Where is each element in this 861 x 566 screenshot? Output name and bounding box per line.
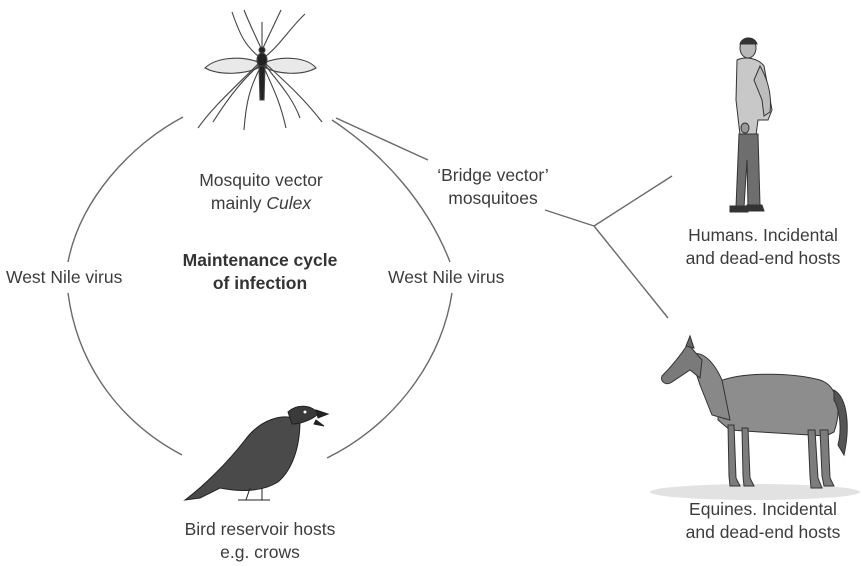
west-nile-virus-right-label: West Nile virus [388,266,504,289]
equines-line1: Equines. Incidental [668,498,858,521]
bird-reservoir-line1: Bird reservoir hosts [165,518,355,541]
mosquito-vector-genus: Culex [266,193,311,213]
line-bridge-to-junction [545,210,594,226]
horse-icon [650,336,860,500]
line-junction-to-horse [594,226,668,318]
human-icon [730,38,772,212]
crow-icon [185,406,328,500]
mosquito-vector-line2: mainly Culex [176,192,346,215]
equines-line2: and dead-end hosts [668,521,858,544]
equines-label: Equines. Incidental and dead-end hosts [668,498,858,544]
line-junction-to-humans [594,176,672,226]
mosquito-vector-label: Mosquito vector mainly Culex [176,169,346,215]
maintenance-cycle-label: Maintenance cycle of infection [160,249,360,295]
arc-upper-left [68,117,183,262]
mosquito-vector-line1: Mosquito vector [176,169,346,192]
arc-lower-left [68,293,182,455]
bridge-vector-label: ‘Bridge vector’ mosquitoes [418,164,568,210]
humans-line2: and dead-end hosts [668,247,858,270]
line-mosquito-to-bridge [336,118,428,160]
bridge-vector-line1: ‘Bridge vector’ [418,164,568,187]
maintenance-cycle-line1: Maintenance cycle [160,249,360,272]
bird-reservoir-line2: e.g. crows [165,541,355,564]
arc-lower-right [327,293,452,458]
bridge-vector-line2: mosquitoes [418,187,568,210]
mosquito-vector-line2-prefix: mainly [211,193,266,213]
west-nile-virus-left-label: West Nile virus [6,266,122,289]
mosquito-icon [198,10,322,130]
humans-line1: Humans. Incidental [668,224,858,247]
maintenance-cycle-line2: of infection [160,272,360,295]
humans-label: Humans. Incidental and dead-end hosts [668,224,858,270]
bird-reservoir-label: Bird reservoir hosts e.g. crows [165,518,355,564]
